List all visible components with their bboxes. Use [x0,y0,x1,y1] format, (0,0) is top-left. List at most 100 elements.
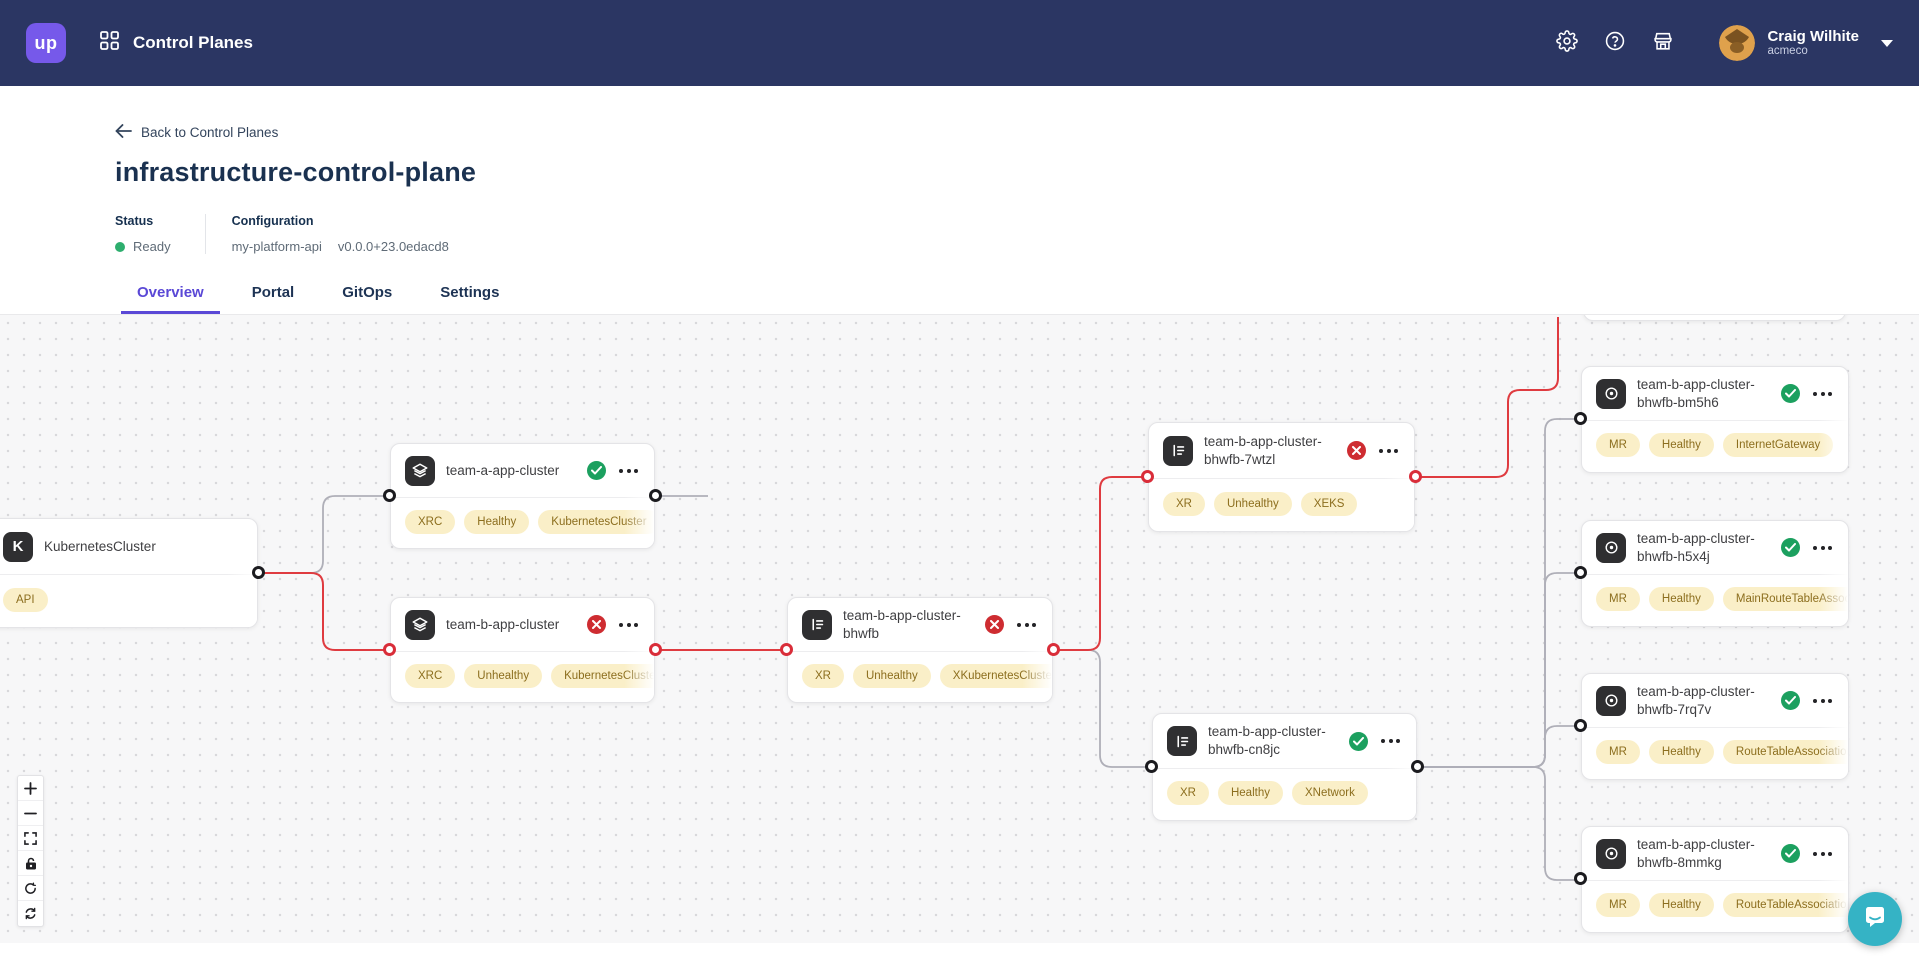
marketplace-button[interactable] [1643,23,1683,63]
node-title: team-b-app-cluster-bhwfb-7rq7v [1637,683,1755,717]
badge: KubernetesCluster [538,509,654,534]
badge: Unhealthy [464,663,543,688]
badge: API [3,587,48,612]
tab-settings[interactable]: Settings [440,284,500,301]
user-name: Craig Wilhite [1767,27,1859,45]
port-left [1141,470,1154,483]
node-title: team-b-app-cluster-bhwfb [843,607,961,641]
node-menu-button[interactable] [1377,445,1400,457]
canvas-controls [17,775,44,927]
layers-icon [405,609,435,640]
refresh-button[interactable] [18,901,43,926]
badge: XNetwork [1291,781,1368,805]
graph-edges [258,317,1581,881]
error-x-icon [1347,441,1366,460]
upbound-logo[interactable]: up [26,23,66,63]
composite-icon [1163,435,1193,466]
healthy-check-icon [1349,731,1368,751]
node-menu-button[interactable] [617,465,640,477]
resource-graph-canvas[interactable]: K KubernetesCluster API team-a-app-clust… [0,314,1919,943]
user-org: acmeco [1767,45,1808,58]
badge: XR [802,663,844,688]
help-button[interactable] [1595,23,1635,63]
managed-resource-icon [1596,378,1626,409]
rotate-button[interactable] [18,876,43,901]
status-block: Status Ready [115,214,205,254]
lock-button[interactable] [18,851,43,876]
badge: RouteTableAssociation [1722,893,1848,917]
error-x-icon [587,615,606,634]
settings-button[interactable] [1547,23,1587,63]
port-left [1574,412,1587,425]
node-menu-button[interactable] [1811,388,1834,400]
node-team-b-app-cluster-bhwfb-7wtzl[interactable]: team-b-app-cluster-bhwfb-7wtzl XR Unheal… [1148,422,1415,532]
user-menu[interactable]: Craig Wilhite acmeco [1719,25,1893,61]
back-link[interactable]: Back to Control Planes [115,124,278,141]
badge: Healthy [1648,433,1714,457]
port-left [1574,566,1587,579]
badge: RouteTableAssociation [1722,740,1848,764]
managed-resource-icon [1596,685,1626,716]
node-team-b-app-cluster-bhwfb-bm5h6[interactable]: team-b-app-cluster-bhwfb-bm5h6 MR Health… [1581,366,1849,473]
badge: XR [1163,491,1205,516]
badge: MainRouteTableAssociation [1722,587,1848,611]
node-team-b-app-cluster-bhwfb-7rq7v[interactable]: team-b-app-cluster-bhwfb-7rq7v MR Health… [1581,673,1849,780]
port-right [1409,470,1422,483]
node-team-b-app-cluster-bhwfb-cn8jc[interactable]: team-b-app-cluster-bhwfb-cn8jc XR Health… [1152,713,1417,821]
healthy-check-icon [1781,538,1800,557]
node-team-b-app-cluster-bhwfb[interactable]: team-b-app-cluster-bhwfb XR Unhealthy XK… [787,597,1053,703]
badge: KubernetesCluster [551,663,654,688]
meta-row: Status Ready Configuration my-platform-a… [115,214,1919,254]
edge-bhwfb-to-cn8jc [1070,649,1152,768]
node-team-b-app-cluster-bhwfb-h5x4j[interactable]: team-b-app-cluster-bhwfb-h5x4j MR Health… [1581,520,1849,627]
healthy-check-icon [1781,691,1800,710]
edge-bhwfb-to-7wtzl [1053,476,1148,651]
node-team-b-app-cluster-bhwfb-8mmkg[interactable]: team-b-app-cluster-bhwfb-8mmkg MR Health… [1581,826,1849,933]
node-menu-button[interactable] [617,619,640,631]
edge-cn8jc-to-h5x4j [1417,572,1581,768]
badge: XRC [405,663,456,688]
chevron-down-icon [1881,39,1893,47]
node-team-a-app-cluster[interactable]: team-a-app-cluster XRC Healthy Kubernete… [390,443,655,549]
node-menu-button[interactable] [1379,735,1402,747]
node-title: team-b-app-cluster-bhwfb-bm5h6 [1637,376,1755,410]
port-right [1047,643,1060,656]
node-team-b-app-cluster[interactable]: team-b-app-cluster XRC Unhealthy Kuberne… [390,597,655,703]
tab-portal[interactable]: Portal [251,284,295,301]
tab-gitops[interactable]: GitOps [342,284,393,301]
tab-overview[interactable]: Overview [121,284,220,314]
port-right [649,643,662,656]
avatar [1719,25,1756,61]
zoom-out-button[interactable] [18,801,43,826]
managed-resource-icon [1596,532,1626,563]
node-menu-button[interactable] [1811,542,1834,554]
chat-launcher-button[interactable] [1848,892,1902,946]
managed-resource-icon [1596,838,1626,869]
tab-bar: Overview Portal GitOps Settings [0,284,1919,314]
badge: MR [1596,893,1640,917]
port-right [1411,760,1424,773]
node-menu-button[interactable] [1015,619,1038,631]
badge: Healthy [1648,740,1714,764]
fit-view-button[interactable] [18,826,43,851]
node-title: team-b-app-cluster-bhwfb-h5x4j [1637,530,1755,564]
zoom-in-button[interactable] [18,776,43,801]
node-card[interactable] [1583,315,1846,321]
configuration-name[interactable]: my-platform-api [231,239,322,254]
node-title: team-b-app-cluster-bhwfb-cn8jc [1208,724,1326,757]
badge: MR [1596,433,1640,457]
node-menu-button[interactable] [1811,695,1834,707]
port-left [1145,760,1158,773]
node-partial-top [1583,315,1846,321]
badge: XRC [405,509,456,534]
port-right [649,489,662,502]
marketplace-icon [1652,30,1674,57]
port-right [252,566,265,579]
badge: XEKS [1300,491,1358,516]
error-x-icon [985,615,1004,634]
healthy-check-icon [1781,384,1800,403]
badge: Unhealthy [1213,491,1292,516]
node-menu-button[interactable] [1811,848,1834,860]
node-kubernetescluster[interactable]: K KubernetesCluster API [0,518,258,628]
port-left [1574,719,1587,732]
